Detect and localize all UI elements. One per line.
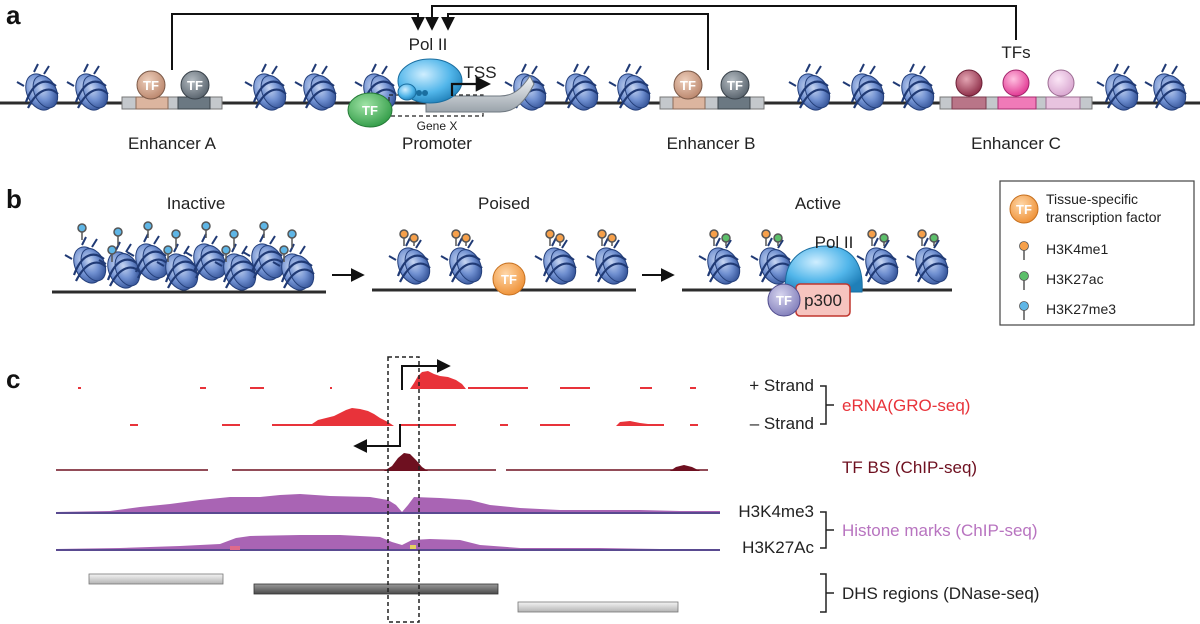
active-label: Active xyxy=(795,194,841,213)
enhancer-c: TFs xyxy=(939,43,1093,110)
h3k4me1-h3k27ac-marks xyxy=(709,229,939,246)
tf-label: TF xyxy=(143,78,159,93)
legend-h3k4me1-icon xyxy=(1019,241,1029,251)
poised-label: Poised xyxy=(478,194,530,213)
enhancer-b: TF TF xyxy=(659,70,765,110)
tf-grey xyxy=(720,70,750,100)
enhancer-b-label: Enhancer B xyxy=(667,134,756,153)
erna-plus-track xyxy=(78,371,696,389)
gene-x-body xyxy=(425,75,535,113)
panel-b: Inactive Poised Active xyxy=(52,180,1195,326)
legend-h3k27me3-icon xyxy=(1019,301,1029,311)
tf-label: TF xyxy=(187,78,203,93)
tf-maroon xyxy=(955,69,983,97)
loop-arrow-b xyxy=(441,13,709,70)
gene-x-label: Gene X xyxy=(417,119,458,133)
panel-letter-a: a xyxy=(6,0,21,30)
enhancer-a: TF TF xyxy=(121,70,223,110)
legend-h3k4me1: H3K4me1 xyxy=(1046,241,1108,257)
p300-label: p300 xyxy=(804,291,842,310)
tf-grey xyxy=(180,70,210,100)
dhs-track xyxy=(88,573,679,613)
legend: TF Tissue-specific transcription factor … xyxy=(999,180,1195,326)
tf-label: TF xyxy=(727,78,743,93)
legend-tf-icon xyxy=(1009,194,1039,224)
tfbs-track xyxy=(56,453,708,471)
erna-label: eRNA(GRO-seq) xyxy=(842,396,970,415)
tf-purple xyxy=(767,283,801,317)
tf-label: TF xyxy=(501,272,517,287)
tfs-label: TFs xyxy=(1001,43,1030,62)
tf-lilac xyxy=(1047,69,1075,97)
panel-letter-c: c xyxy=(6,364,20,394)
legend-tf-line1: Tissue-specific xyxy=(1046,191,1138,207)
tf-green xyxy=(347,92,393,128)
histone-bracket xyxy=(820,511,834,549)
enhancer-focus-box xyxy=(387,356,420,623)
tf-label: TF xyxy=(776,293,792,308)
dhs-label: DHS regions (DNase-seq) xyxy=(842,584,1039,603)
erna-bracket xyxy=(820,385,834,425)
h3k27me3-marks xyxy=(77,221,297,262)
pol2-label: Pol II xyxy=(815,233,854,252)
pol2-complex xyxy=(784,245,863,293)
histone-label: Histone marks (ChIP-seq) xyxy=(842,521,1038,540)
promoter: TF Pol II TSS Gene X xyxy=(347,35,535,133)
loop-arrow-c xyxy=(425,5,1017,40)
legend-h3k27me3: H3K27me3 xyxy=(1046,301,1116,317)
promoter-label: Promoter xyxy=(402,134,472,153)
panel-c: + Strand – Strand eRNA(GRO-seq) TF BS (C… xyxy=(56,356,1039,623)
legend-tf-symbol: TF xyxy=(1016,202,1032,217)
tss-arrow xyxy=(450,76,492,96)
panel-a: TF TF Enhancer A TF Pol II TSS Gene X Pr… xyxy=(0,5,1200,153)
loop-arrow-a xyxy=(171,13,425,70)
tf-label: TF xyxy=(680,78,696,93)
legend-tf-line2: transcription factor xyxy=(1046,209,1161,225)
tf-label: TF xyxy=(362,103,378,118)
h3k4me3-label: H3K4me3 xyxy=(738,502,814,521)
erna-minus-track xyxy=(130,408,698,426)
tf-tan xyxy=(136,70,166,100)
poised-chromatin: TF xyxy=(372,229,636,296)
dhs-region xyxy=(517,601,679,613)
tf-pink xyxy=(1002,69,1030,97)
h3k4me1-marks xyxy=(399,229,617,246)
tf-tan xyxy=(673,70,703,100)
minus-strand-label: – Strand xyxy=(750,414,814,433)
dhs-region xyxy=(88,573,224,585)
tfbs-label: TF BS (ChIP-seq) xyxy=(842,458,977,477)
plus-strand-arrow xyxy=(401,359,451,390)
inactive-label: Inactive xyxy=(167,194,226,213)
legend-h3k27ac-icon xyxy=(1019,271,1029,281)
dhs-region xyxy=(253,583,499,595)
dhs-bracket xyxy=(820,573,834,613)
inactive-chromatin xyxy=(52,221,326,296)
minus-strand-arrow xyxy=(353,424,401,453)
pol2-label: Pol II xyxy=(409,35,448,54)
active-chromatin: Pol II p300 TF xyxy=(682,229,954,317)
enhancer-a-label: Enhancer A xyxy=(128,134,217,153)
legend-h3k27ac: H3K27ac xyxy=(1046,271,1104,287)
enhancer-c-label: Enhancer C xyxy=(971,134,1061,153)
panel-letter-b: b xyxy=(6,184,22,214)
plus-strand-label: + Strand xyxy=(749,376,814,395)
h3k27ac-label: H3K27Ac xyxy=(742,538,814,557)
tf-orange xyxy=(492,262,526,296)
tss-label: TSS xyxy=(463,63,496,82)
